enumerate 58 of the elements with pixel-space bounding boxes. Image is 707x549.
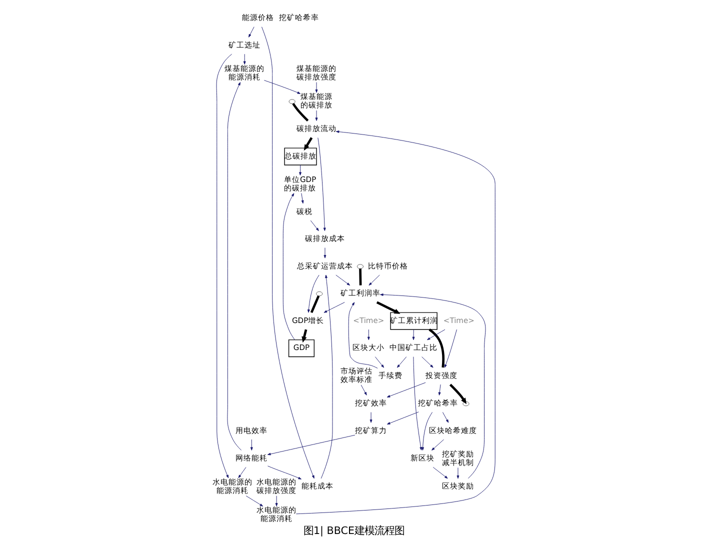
arrow xyxy=(226,82,242,450)
arrow xyxy=(380,294,486,479)
arrow xyxy=(310,220,318,232)
arrow xyxy=(314,110,318,121)
node-cloud xyxy=(316,291,322,296)
arrow xyxy=(386,412,418,424)
connector xyxy=(428,328,444,368)
node-cloud xyxy=(462,401,469,406)
arrow xyxy=(261,26,314,479)
arrow xyxy=(238,467,246,478)
arrow xyxy=(442,412,448,423)
arrow xyxy=(295,130,495,514)
arrow xyxy=(282,193,294,340)
arrow xyxy=(432,467,448,479)
arrow xyxy=(421,356,433,368)
connector xyxy=(310,296,320,314)
arrow xyxy=(245,496,263,506)
arrow xyxy=(267,466,302,480)
arrow xyxy=(369,412,372,423)
arrow xyxy=(274,496,278,506)
arrow xyxy=(412,356,422,450)
arrow xyxy=(374,356,384,368)
arrow xyxy=(317,138,326,231)
arrow xyxy=(266,434,355,456)
arrow xyxy=(456,467,459,479)
arrow xyxy=(242,54,246,64)
arrow xyxy=(396,356,406,368)
node-cloud xyxy=(356,264,364,269)
arrow xyxy=(303,137,312,151)
connector xyxy=(358,268,362,286)
arrow xyxy=(306,274,319,313)
arrow xyxy=(263,80,300,94)
arrow xyxy=(448,384,466,404)
arrow xyxy=(323,248,326,258)
arrow xyxy=(444,329,456,368)
arrow xyxy=(250,439,252,450)
arrow xyxy=(368,274,380,286)
arrow xyxy=(298,164,301,176)
arrow xyxy=(366,329,370,340)
arrow xyxy=(314,82,318,93)
arrow xyxy=(348,302,378,368)
connector xyxy=(292,102,308,122)
arrow xyxy=(216,54,232,478)
arrow xyxy=(412,329,414,340)
arrow xyxy=(421,412,432,450)
arrow xyxy=(323,302,344,313)
arrow xyxy=(438,384,440,396)
caption: 图1| BBCE建模流程图 xyxy=(302,525,404,538)
arrow xyxy=(335,274,350,286)
arrow xyxy=(248,26,254,38)
arrow xyxy=(376,301,400,314)
node-cloud xyxy=(288,99,295,104)
arrow xyxy=(360,384,366,396)
arrow xyxy=(300,192,304,204)
arrow xyxy=(426,329,445,340)
arrow xyxy=(320,274,332,479)
arrow xyxy=(431,439,444,450)
arrow xyxy=(386,382,426,398)
